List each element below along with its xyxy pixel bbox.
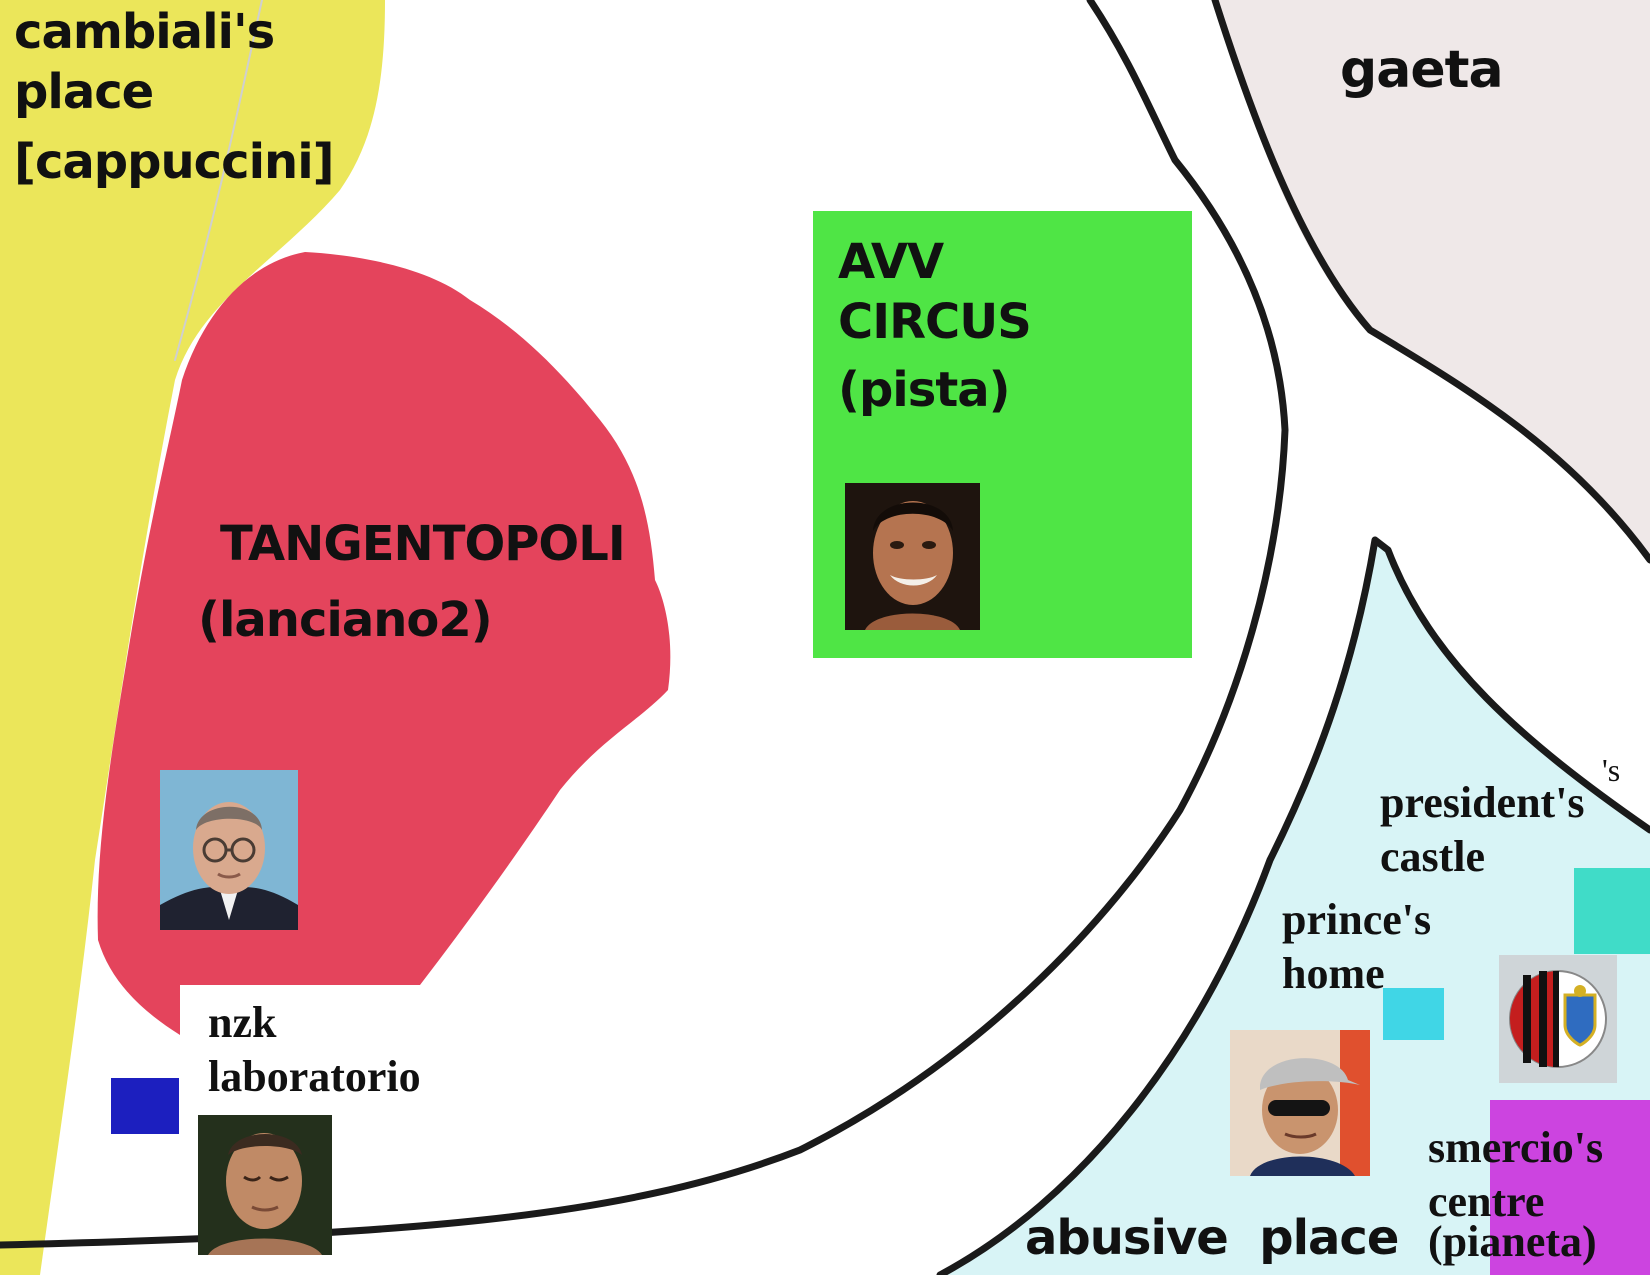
gaeta-label: gaeta xyxy=(1340,40,1504,100)
president-line-2: castle xyxy=(1380,832,1486,881)
nzk-label: nzk laboratorio xyxy=(208,996,421,1104)
smercio-line-1: smercio's xyxy=(1428,1123,1604,1172)
president-label: president's castle xyxy=(1380,776,1585,884)
cambiali-line-3: [cappuccini] xyxy=(14,134,335,190)
cambiali-line-1: cambiali's xyxy=(14,4,275,60)
road-outer xyxy=(0,0,1289,1249)
portrait-photo-icon xyxy=(845,483,980,630)
road-lower xyxy=(936,536,1650,1275)
prince-label: prince's home xyxy=(1282,893,1431,1001)
circus-line-1: AVV xyxy=(838,234,944,290)
cambiali-zone xyxy=(0,0,385,1275)
prince-line-2: home xyxy=(1282,949,1385,998)
circus-line-2: CIRCUS xyxy=(838,294,1032,350)
nzk-line-1: nzk xyxy=(208,998,277,1047)
smercio-line-2: centre xyxy=(1428,1177,1545,1226)
portrait-photo-icon xyxy=(160,770,298,930)
abusive-label: abusive place xyxy=(1025,1210,1399,1266)
prince-marker xyxy=(1383,988,1444,1040)
president-superscript: 's xyxy=(1602,752,1621,788)
crest-icon xyxy=(1499,955,1617,1083)
road-thin xyxy=(174,0,263,361)
tangentopoli-sublabel: (lanciano2) xyxy=(198,592,493,648)
portrait-photo-icon xyxy=(198,1115,332,1255)
cambiali-line-2: place xyxy=(14,64,154,120)
tangentopoli-label: TANGENTOPOLI xyxy=(220,516,626,572)
smercio-line-3: (pianeta) xyxy=(1428,1217,1597,1266)
gaeta-zone xyxy=(1215,0,1650,560)
nzk-line-2: laboratorio xyxy=(208,1052,421,1101)
smercio-marker xyxy=(1490,1100,1650,1275)
smercio-label: smercio's centre (pianeta) xyxy=(1428,1122,1603,1268)
circus-label: AVV CIRCUS (pista) xyxy=(838,232,1032,420)
abusive-zone xyxy=(940,540,1650,1275)
president-marker xyxy=(1574,868,1650,954)
nzk-marker xyxy=(111,1078,179,1134)
portrait-photo-icon xyxy=(1230,1030,1370,1176)
road-inner xyxy=(1211,0,1650,564)
prince-line-1: prince's xyxy=(1282,895,1432,944)
circus-line-3: (pista) xyxy=(838,362,1011,418)
cambiali-label: cambiali's place [cappuccini] xyxy=(14,2,335,192)
president-line-1: president's xyxy=(1380,778,1585,827)
